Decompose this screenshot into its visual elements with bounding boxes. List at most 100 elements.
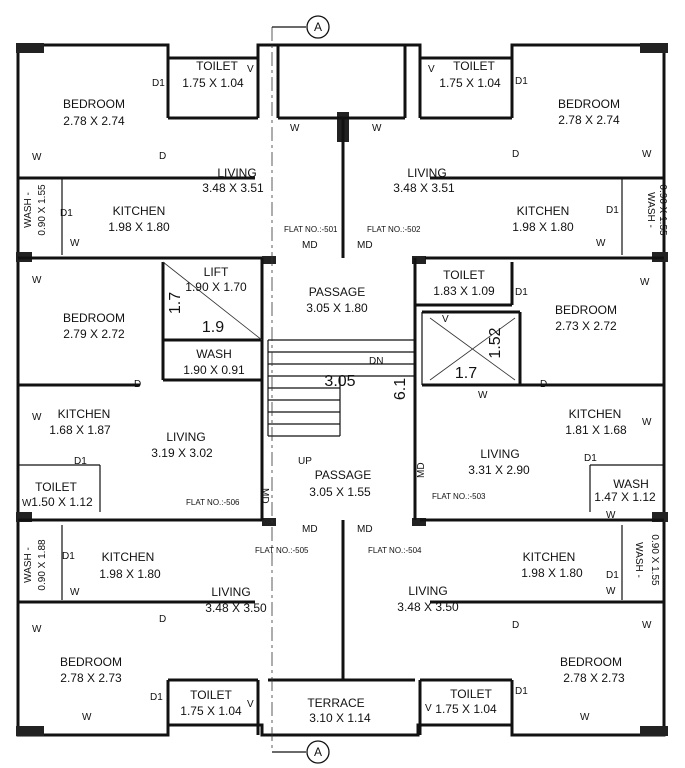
room-dim: 1.83 X 1.09 xyxy=(433,284,495,298)
room-name: WASH - xyxy=(23,547,34,583)
door-tag: D1 xyxy=(150,692,163,703)
room-dim: 1.81 X 1.68 xyxy=(565,423,627,437)
room-name: BEDROOM xyxy=(60,655,122,669)
room-dim: 1.47 X 1.12 xyxy=(594,490,656,504)
window-tag: W xyxy=(70,238,80,249)
room-name: WASH - xyxy=(633,542,644,578)
door-tag: D xyxy=(134,379,141,390)
room-name: BEDROOM xyxy=(63,97,125,111)
door-tag: D1 xyxy=(152,78,165,89)
axis-label-top: A xyxy=(314,20,322,34)
flat-number: FLAT NO.:-506 xyxy=(186,498,240,507)
handwritten-annotations: 1.7 1.9 3.05 6.1 1.52 1.7 xyxy=(167,292,504,400)
room-name: TOILET xyxy=(190,688,232,702)
room-dim: 3.48 X 3.51 xyxy=(393,181,455,195)
main-door-tag: MD xyxy=(357,524,373,535)
interior-walls xyxy=(18,45,664,735)
room-name: PASSAGE xyxy=(315,468,371,482)
room-dim: 3.05 X 1.80 xyxy=(306,301,368,315)
room-name: PASSAGE xyxy=(309,285,365,299)
room-dim: 1.75 X 1.04 xyxy=(435,702,497,716)
room-dim: 3.05 X 1.55 xyxy=(309,485,371,499)
ventilator-tag: V xyxy=(247,64,254,75)
window-tag: W xyxy=(32,275,42,286)
room-name: WASH - xyxy=(23,192,34,228)
room-dim: 1.98 X 1.80 xyxy=(99,567,161,581)
room-name: LIVING xyxy=(408,584,447,598)
handwritten-duct-side: 1.52 xyxy=(487,327,504,358)
room-dim: 2.79 X 2.72 xyxy=(63,327,125,341)
window-tag: W xyxy=(642,417,652,428)
room-dim: 1.68 X 1.87 xyxy=(49,423,111,437)
door-tag: D1 xyxy=(515,686,528,697)
flat-number: FLAT NO.:-502 xyxy=(367,225,421,234)
door-tag: D xyxy=(159,614,166,625)
room-name: BEDROOM xyxy=(558,97,620,111)
room-name: LIVING xyxy=(211,585,250,599)
room-dim: 1.98 X 1.80 xyxy=(521,566,583,580)
window-tag: W xyxy=(478,390,488,401)
room-name: TOILET xyxy=(196,59,238,73)
window-tag: W xyxy=(596,238,606,249)
door-tag: D1 xyxy=(60,208,73,219)
flat-number: FLAT NO.:-503 xyxy=(432,492,486,501)
room-name: WASH xyxy=(613,477,649,491)
axis-marker-top xyxy=(306,15,330,39)
window-tag: W xyxy=(640,277,650,288)
room-dim: 1.98 X 1.80 xyxy=(108,220,170,234)
door-tag: D1 xyxy=(74,456,87,467)
handwritten-duct-bottom: 1.7 xyxy=(455,365,477,382)
room-dim: 2.78 X 2.73 xyxy=(563,671,625,685)
room-name: KITCHEN xyxy=(517,204,570,218)
room-dim: 1.75 X 1.04 xyxy=(180,704,242,718)
window-tag: W xyxy=(372,123,382,134)
flat-labels: FLAT NO.:-501 FLAT NO.:-502 FLAT NO.:-50… xyxy=(186,225,486,555)
handwritten-lift-side: 1.7 xyxy=(167,292,184,314)
main-door-tag: MD xyxy=(357,240,373,251)
door-tag: D1 xyxy=(584,453,597,464)
room-name: TERRACE xyxy=(307,696,364,710)
room-dim: 1.98 X 1.80 xyxy=(512,220,574,234)
flat-number: FLAT NO.:-501 xyxy=(284,225,338,234)
room-name: TOILET xyxy=(35,480,77,494)
room-name: WASH - xyxy=(645,192,656,228)
room-labels: TOILET 1.75 X 1.04 TOILET 1.75 X 1.04 BE… xyxy=(23,59,668,725)
door-tag: D1 xyxy=(515,287,528,298)
door-tag: D xyxy=(512,149,519,160)
window-tag: W xyxy=(290,123,300,134)
room-dim: 3.48 X 3.50 xyxy=(397,600,459,614)
room-dim: 2.78 X 2.74 xyxy=(63,114,125,128)
window-tag: W xyxy=(32,412,42,423)
door-tag: D1 xyxy=(606,205,619,216)
ventilator-tag: V xyxy=(442,314,449,325)
door-tag: D xyxy=(540,379,547,390)
room-name: BEDROOM xyxy=(560,655,622,669)
main-door-tag: MD xyxy=(416,462,427,478)
window-tag: W xyxy=(22,498,32,509)
room-dim: 3.10 X 1.14 xyxy=(309,711,371,725)
room-name: KITCHEN xyxy=(569,407,622,421)
room-dim: 3.48 X 3.51 xyxy=(202,181,264,195)
room-dim: 1.75 X 1.04 xyxy=(439,76,501,90)
flat-number: FLAT NO.:-505 xyxy=(255,546,309,555)
room-name: TOILET xyxy=(443,268,485,282)
window-tag: W xyxy=(606,586,616,597)
handwritten-stair-width: 3.05 xyxy=(324,373,355,390)
door-tag: D xyxy=(159,151,166,162)
window-tag: W xyxy=(642,620,652,631)
room-dim: 1.50 X 1.12 xyxy=(31,495,93,509)
door-tag: D xyxy=(512,620,519,631)
window-tag: W xyxy=(580,712,590,723)
room-name: LIVING xyxy=(480,447,519,461)
room-dim: 2.78 X 2.73 xyxy=(60,671,122,685)
window-tag: W xyxy=(32,624,42,635)
main-door-tag: MD xyxy=(259,488,270,504)
room-name: KITCHEN xyxy=(523,550,576,564)
room-dim: 1.75 X 1.04 xyxy=(182,76,244,90)
room-dim: 3.19 X 3.02 xyxy=(151,446,213,460)
room-name: LIFT xyxy=(204,265,229,279)
door-tag: D1 xyxy=(515,76,528,87)
ventilator-tag: V xyxy=(247,699,254,710)
window-tag: W xyxy=(642,149,652,160)
room-dim: 2.73 X 2.72 xyxy=(555,319,617,333)
